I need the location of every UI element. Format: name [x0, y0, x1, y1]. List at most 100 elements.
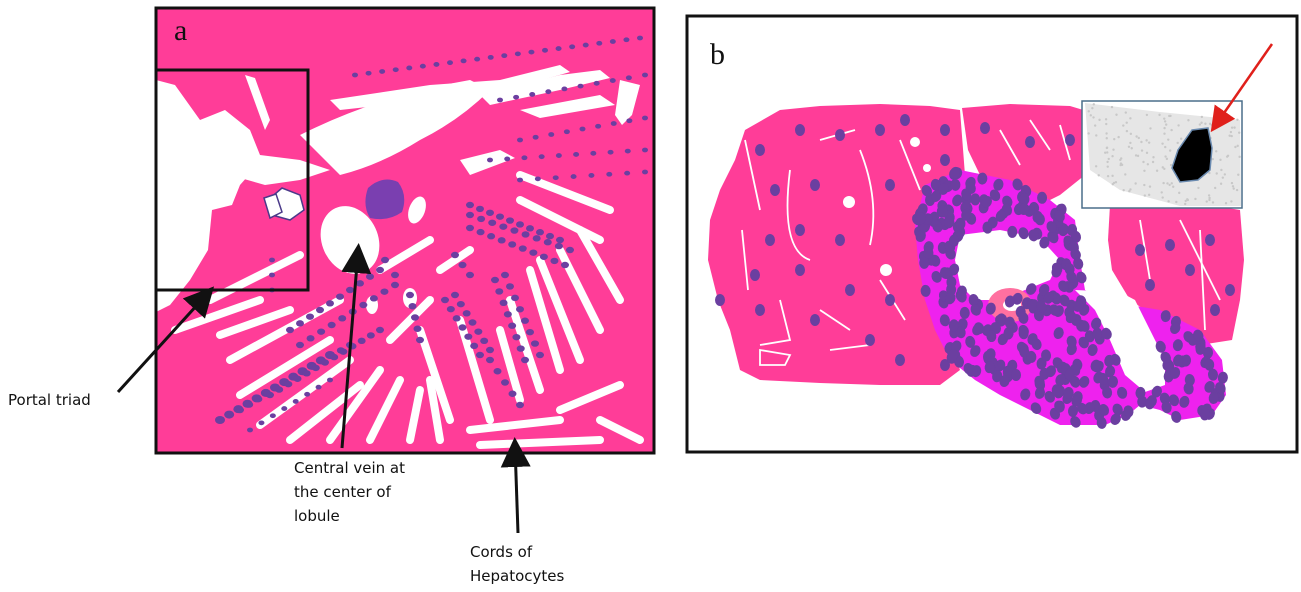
nucleus [488, 55, 494, 60]
nucleus [715, 294, 725, 306]
texture-speckle [1115, 181, 1117, 183]
nucleus [304, 392, 310, 397]
nucleus [835, 129, 845, 141]
texture-speckle [1168, 184, 1170, 186]
texture-speckle [1088, 110, 1090, 112]
nucleus [564, 129, 570, 134]
nucleus [433, 62, 439, 67]
nucleus [293, 399, 299, 404]
nucleus [548, 132, 554, 137]
texture-speckle [1236, 119, 1238, 121]
texture-speckle [1165, 123, 1167, 125]
nucleus [595, 124, 601, 129]
texture-speckle [1138, 137, 1140, 139]
nucleus [495, 288, 503, 294]
nucleus [519, 245, 527, 251]
texture-speckle [1092, 116, 1094, 118]
nucleus [755, 144, 765, 156]
nucleus [900, 114, 910, 126]
nucleus [270, 413, 276, 418]
texture-speckle [1140, 141, 1142, 143]
texture-speckle [1106, 161, 1108, 163]
nucleus [488, 220, 496, 226]
texture-speckle [1162, 166, 1164, 168]
nucleus [476, 206, 484, 212]
nucleus [642, 170, 648, 175]
nucleus [459, 262, 467, 268]
nucleus [451, 292, 459, 298]
texture-speckle [1163, 127, 1165, 129]
nucleus [463, 310, 471, 316]
texture-speckle [1106, 151, 1108, 153]
nucleus [940, 124, 950, 136]
nucleus [596, 41, 602, 46]
nucleus [755, 304, 765, 316]
nucleus [533, 135, 539, 140]
texture-speckle [1230, 135, 1232, 137]
nucleus [845, 284, 855, 296]
nucleus [513, 95, 519, 100]
nucleus [381, 257, 389, 263]
nucleus [521, 357, 529, 363]
texture-speckle [1098, 174, 1100, 176]
texture-speckle [1105, 123, 1107, 125]
texture-speckle [1094, 124, 1096, 126]
nucleus [464, 333, 472, 339]
texture-speckle [1156, 170, 1158, 172]
texture-speckle [1233, 187, 1235, 189]
nucleus [500, 300, 508, 306]
texture-speckle [1090, 114, 1092, 116]
nucleus [494, 368, 502, 374]
nucleus [501, 272, 509, 278]
nucleus [393, 67, 399, 72]
texture-speckle [1178, 192, 1180, 194]
panel-b [687, 16, 1297, 452]
nucleus [451, 252, 459, 258]
nucleus [980, 122, 990, 134]
nucleus [611, 121, 617, 126]
nucleus [508, 241, 516, 247]
panel-a-letter: a [174, 14, 187, 48]
texture-speckle [1146, 152, 1148, 154]
texture-speckle [1152, 156, 1154, 158]
texture-speckle [1134, 182, 1136, 184]
hepatocyte-cords-arrow [515, 446, 518, 533]
nucleus [236, 407, 244, 413]
texture-speckle [1167, 138, 1169, 140]
texture-speckle [1224, 173, 1226, 175]
nucleus [533, 235, 541, 241]
panel-a [156, 8, 654, 453]
nucleus [247, 428, 253, 433]
nucleus [327, 378, 333, 383]
texture-speckle [1161, 142, 1163, 144]
nucleus [356, 280, 364, 286]
nucleus [441, 297, 449, 303]
nucleus [509, 391, 517, 397]
vacuole [910, 137, 920, 147]
texture-speckle [1148, 141, 1150, 143]
nucleus [469, 319, 477, 325]
nucleus [269, 258, 275, 263]
nucleus [521, 155, 527, 160]
nucleus [453, 315, 461, 321]
texture-speckle [1126, 130, 1128, 132]
nucleus [294, 376, 302, 382]
nucleus [578, 84, 584, 89]
texture-speckle [1234, 146, 1236, 148]
nucleus [1025, 136, 1035, 148]
nucleus [1135, 244, 1145, 256]
nucleus [569, 44, 575, 49]
nucleus [795, 264, 805, 276]
texture-speckle [1230, 200, 1232, 202]
nucleus [940, 154, 950, 166]
texture-speckle [1167, 200, 1169, 202]
texture-speckle [1087, 132, 1089, 134]
nucleus [501, 53, 507, 58]
texture-speckle [1228, 135, 1230, 137]
texture-speckle [1152, 161, 1154, 163]
nucleus [885, 294, 895, 306]
texture-speckle [1170, 164, 1172, 166]
texture-speckle [1214, 187, 1216, 189]
texture-speckle [1161, 191, 1163, 193]
